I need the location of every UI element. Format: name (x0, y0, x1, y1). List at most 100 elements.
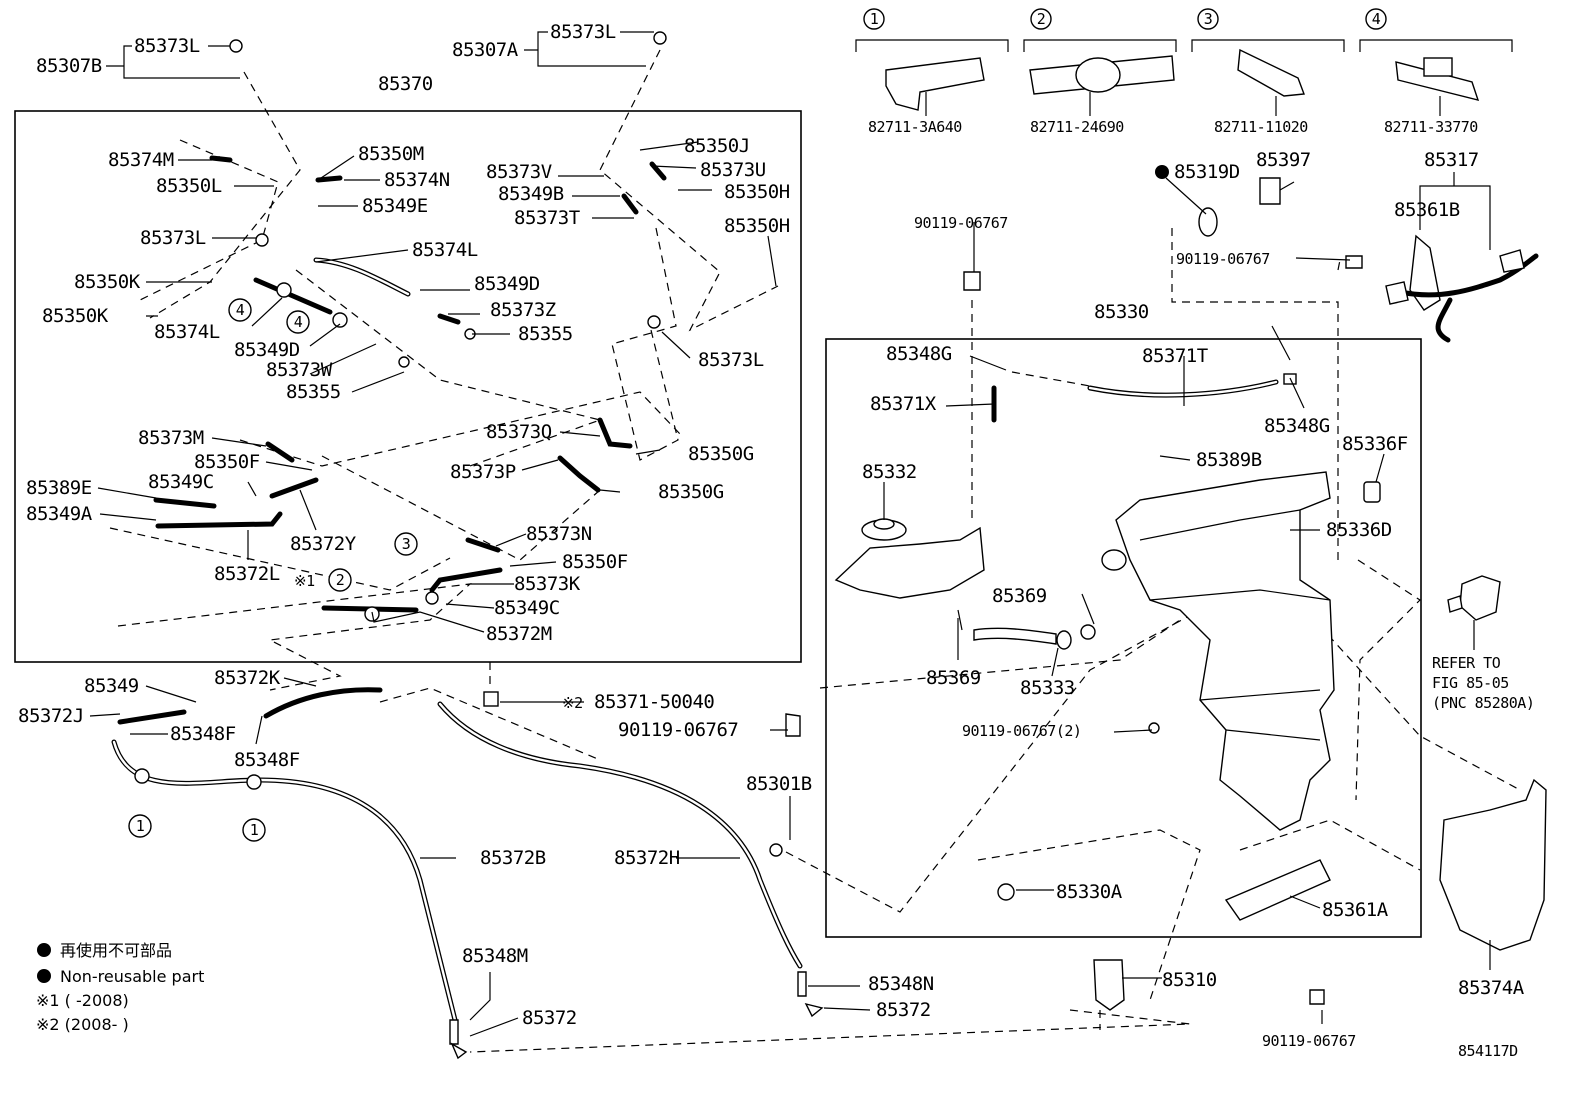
label-85371-50040: 85371-50040 (594, 691, 714, 713)
legend-note2: ※2 (2008- ) (36, 1015, 129, 1034)
label-82711-3A640: 82711-3A640 (868, 118, 962, 136)
label-85350H-b: 85350H (724, 215, 790, 237)
circle-4a: 4 (236, 301, 245, 319)
label-85355-b: 85355 (286, 381, 341, 403)
variant-3-label: 3 (1204, 10, 1213, 28)
label-85350G-a: 85350G (688, 443, 754, 465)
label-85349B: 85349B (498, 183, 564, 205)
label-85336F: 85336F (1342, 433, 1408, 455)
label-82711-33770: 82711-33770 (1384, 118, 1478, 136)
part-labels: 85307B 85373L 85307A 85373L 85370 85374M… (18, 21, 1535, 1050)
pump-85310 (1093, 959, 1125, 1011)
label-85373L-b: 85373L (550, 21, 616, 43)
hoses (111, 155, 1279, 1023)
label-85336D: 85336D (1326, 519, 1392, 541)
refer-line-1: REFER TO (1432, 654, 1501, 672)
label-90119-06767-b: 90119-06767 (914, 214, 1008, 232)
label-85373N: 85373N (526, 523, 592, 545)
legend-jp: 再使用不可部品 (60, 941, 172, 960)
label-leaders (89, 31, 1491, 1037)
label-82711-11020: 82711-11020 (1214, 118, 1308, 136)
label-85372B: 85372B (480, 847, 546, 869)
bracket-85361A (1224, 859, 1331, 921)
label-85348M: 85348M (462, 945, 528, 967)
label-85350M: 85350M (358, 143, 424, 165)
callout-circles: 4 4 3 2 1 1 (128, 298, 418, 842)
label-85350J: 85350J (684, 135, 750, 157)
label-85350F-b: 85350F (562, 551, 628, 573)
label-90119-06767-d: 90119-06767 (1262, 1032, 1356, 1050)
label-85374A: 85374A (1458, 977, 1525, 999)
label-85374L-b: 85374L (154, 321, 220, 343)
label-85350F-a: 85350F (194, 451, 260, 473)
label-85348G-a: 85348G (886, 343, 952, 365)
label-85372J: 85372J (18, 705, 84, 727)
circle-2: 2 (336, 571, 345, 589)
figure-id: 854117D (1458, 1042, 1518, 1060)
nonreusable-dot-85319D (1155, 165, 1169, 179)
hose-assembly-box (14, 110, 802, 663)
label-85361A: 85361A (1322, 899, 1389, 921)
note-mark-2: ※2 (562, 694, 583, 712)
clip-refer (1459, 575, 1501, 621)
grommet-85301B (769, 843, 783, 857)
label-85373V: 85373V (486, 161, 552, 183)
label-85374M: 85374M (108, 149, 174, 171)
label-85373L-d: 85373L (698, 349, 764, 371)
label-85307B: 85307B (36, 55, 102, 77)
cap-85373L-a (229, 39, 243, 53)
washer-jar-box (825, 338, 1422, 938)
circle-3: 3 (402, 535, 411, 553)
legend-dot-2 (37, 969, 51, 983)
label-85350G-b: 85350G (658, 481, 724, 503)
clamp-ring-4b (332, 312, 348, 328)
label-85373L-a: 85373L (134, 35, 200, 57)
label-85301B: 85301B (746, 773, 812, 795)
label-85349E: 85349E (362, 195, 428, 217)
label-90119-06767-2: 90119-06767(2) (962, 722, 1081, 740)
tank-85374A (1439, 778, 1547, 951)
variant-4-circle (1365, 8, 1387, 30)
label-85373K: 85373K (514, 573, 581, 595)
label-85333: 85333 (1020, 677, 1075, 699)
label-85307A: 85307A (452, 39, 519, 61)
cap-85330A (997, 883, 1015, 901)
label-85349C-a: 85349C (148, 471, 214, 493)
label-85310: 85310 (1162, 969, 1217, 991)
label-85349D-a: 85349D (474, 273, 540, 295)
label-85371T: 85371T (1142, 345, 1208, 367)
label-85397: 85397 (1256, 149, 1311, 171)
clamp-3-drawing (1237, 48, 1305, 97)
label-82711-24690: 82711-24690 (1030, 118, 1124, 136)
variant-2-circle (1030, 8, 1052, 30)
variant-2-label: 2 (1037, 10, 1046, 28)
label-85373Z: 85373Z (490, 299, 556, 321)
label-85350K-b: 85350K (42, 305, 109, 327)
label-85317: 85317 (1424, 149, 1479, 171)
legend-dot-1 (37, 943, 51, 957)
label-85373U: 85373U (700, 159, 766, 181)
clamp-1-drawing (885, 57, 985, 111)
label-85370: 85370 (378, 73, 433, 95)
label-85348N: 85348N (868, 973, 934, 995)
label-85330: 85330 (1094, 301, 1149, 323)
leader-lines (109, 49, 1521, 1053)
filler-hose-85369 (973, 627, 1057, 645)
cap-85373L-b (653, 31, 667, 45)
label-85372-a: 85372 (522, 1007, 577, 1029)
label-85389B: 85389B (1196, 449, 1262, 471)
circle-1a: 1 (136, 817, 145, 835)
label-85350L: 85350L (156, 175, 222, 197)
label-85372M: 85372M (486, 623, 552, 645)
label-85355-a: 85355 (518, 323, 573, 345)
legend: 再使用不可部品 Non-reusable part ※1 ( -2008) ※2… (36, 941, 204, 1034)
label-85374N: 85374N (384, 169, 450, 191)
label-85369-b: 85369 (926, 667, 981, 689)
label-85349C-b: 85349C (494, 597, 560, 619)
label-85373P: 85373P (450, 461, 516, 483)
legend-note1: ※1 ( -2008) (36, 991, 129, 1010)
label-85373L-c: 85373L (140, 227, 206, 249)
label-85349: 85349 (84, 675, 139, 697)
